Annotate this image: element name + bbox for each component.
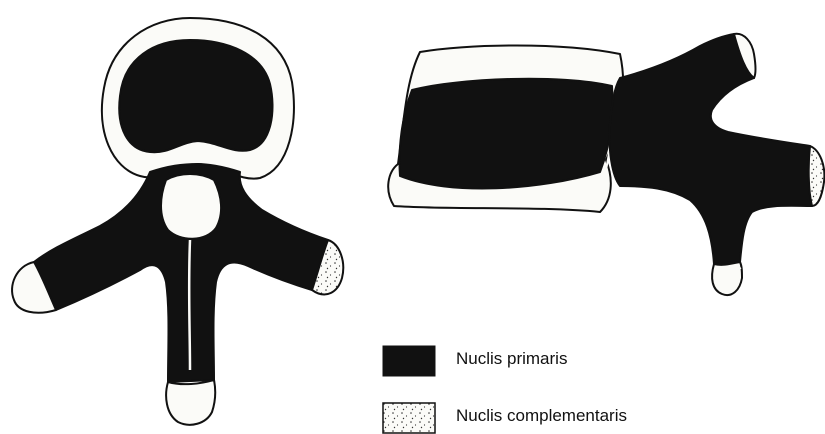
primary-swatch-icon — [382, 345, 436, 377]
spinal-canal — [161, 174, 221, 239]
lateral-arch-primary — [609, 34, 812, 264]
vertebra-lateral-view — [388, 34, 824, 295]
midline-suture — [189, 240, 190, 370]
lateral-body-primary — [400, 79, 613, 189]
legend-label-complementary: Nuclis complementaris — [456, 406, 627, 426]
lateral-transverse-tip — [809, 146, 825, 206]
vertebral-body-primary — [119, 40, 272, 152]
legend-item-primary: Nuclis primaris — [382, 345, 812, 377]
legend-label-primary: Nuclis primaris — [456, 349, 567, 369]
vertebra-superior-view — [12, 18, 343, 425]
legend-item-complementary: Nuclis complementaris — [382, 402, 812, 434]
inferior-process-tip — [712, 262, 742, 295]
complementary-swatch-icon — [382, 402, 436, 434]
